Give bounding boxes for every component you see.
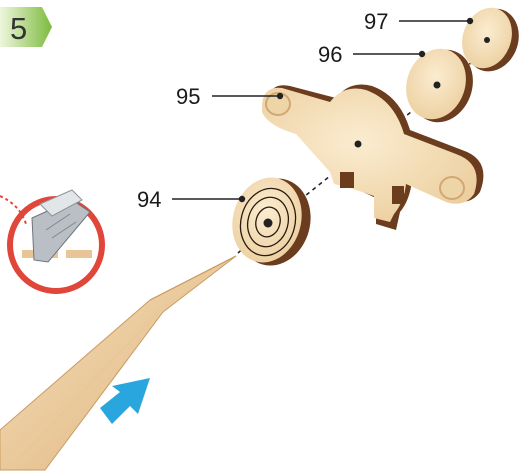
cutter-knife-icon [0, 190, 102, 291]
part-label-96: 96 [318, 42, 342, 68]
part-label-94: 94 [137, 187, 161, 213]
part-94-wheel [223, 170, 320, 274]
part-label-95: 95 [176, 84, 200, 110]
part-label-97: 97 [364, 9, 388, 35]
